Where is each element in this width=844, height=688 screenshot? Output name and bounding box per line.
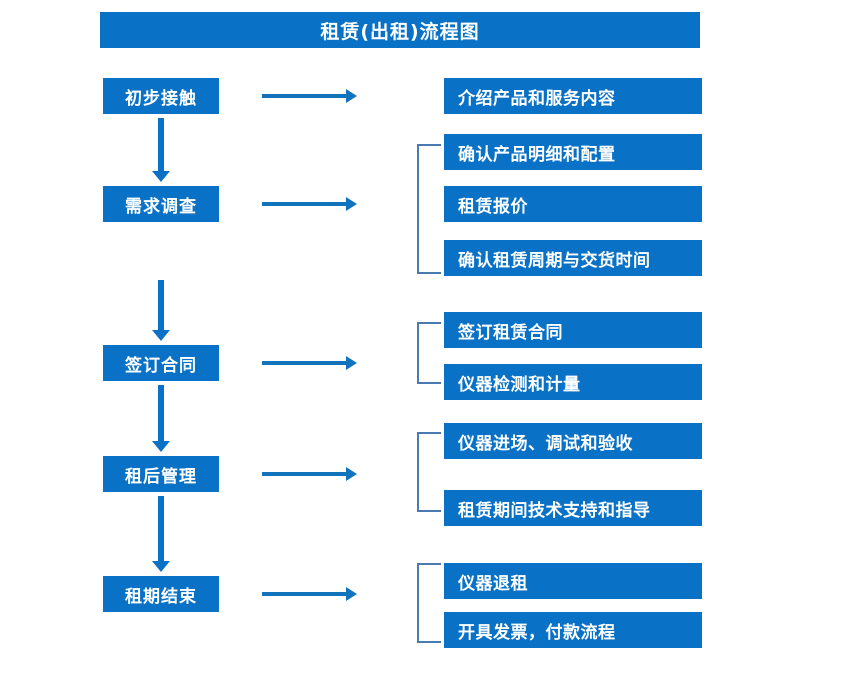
detail-box-sign-contract-0[interactable]: 签订租赁合同: [444, 312, 702, 348]
arrow-head-icon: [152, 171, 170, 182]
arrow-head-icon: [152, 330, 170, 341]
arrow-down-sign-contract-to-post-lease-management: [150, 385, 172, 452]
stage-box-post-lease-management[interactable]: 租后管理: [103, 456, 219, 492]
arrow-stem: [262, 361, 347, 365]
arrow-head-icon: [346, 467, 357, 481]
detail-box-post-lease-management-1[interactable]: 租赁期间技术支持和指导: [444, 490, 702, 526]
arrow-down-requirement-survey-to-sign-contract: [150, 280, 172, 341]
arrow-down-post-lease-management-to-lease-end: [150, 496, 172, 572]
group-bracket-lease-end: [417, 563, 441, 643]
arrow-head-icon: [152, 441, 170, 452]
arrow-right-lease-end: [262, 586, 357, 602]
stage-box-initial-contact[interactable]: 初步接触: [103, 78, 219, 114]
arrow-stem: [262, 472, 347, 476]
arrow-right-post-lease-management: [262, 466, 357, 482]
stage-box-requirement-survey[interactable]: 需求调查: [103, 186, 219, 222]
arrow-head-icon: [346, 197, 357, 211]
detail-box-requirement-survey-1[interactable]: 租赁报价: [444, 186, 702, 222]
arrow-down-initial-contact-to-requirement-survey: [150, 118, 172, 182]
arrow-stem: [158, 280, 164, 330]
arrow-stem: [158, 496, 164, 561]
arrow-right-sign-contract: [262, 355, 357, 371]
arrow-head-icon: [346, 89, 357, 103]
detail-box-post-lease-management-0[interactable]: 仪器进场、调试和验收: [444, 423, 702, 459]
arrow-right-requirement-survey: [262, 196, 357, 212]
detail-box-lease-end-0[interactable]: 仪器退租: [444, 563, 702, 599]
arrow-head-icon: [346, 356, 357, 370]
arrow-head-icon: [152, 561, 170, 572]
arrow-stem: [158, 385, 164, 441]
detail-box-requirement-survey-0[interactable]: 确认产品明细和配置: [444, 134, 702, 170]
stage-box-sign-contract[interactable]: 签订合同: [103, 345, 219, 381]
detail-box-requirement-survey-2[interactable]: 确认租赁周期与交货时间: [444, 240, 702, 276]
page-title: 租赁(出租)流程图: [100, 12, 700, 48]
arrow-stem: [262, 94, 347, 98]
detail-box-lease-end-1[interactable]: 开具发票，付款流程: [444, 612, 702, 648]
arrow-head-icon: [346, 587, 357, 601]
arrow-right-initial-contact: [262, 88, 357, 104]
group-bracket-post-lease-management: [417, 432, 441, 512]
detail-box-initial-contact-0[interactable]: 介绍产品和服务内容: [444, 78, 702, 114]
group-bracket-requirement-survey: [417, 144, 441, 274]
arrow-stem: [262, 202, 347, 206]
stage-box-lease-end[interactable]: 租期结束: [103, 576, 219, 612]
arrow-stem: [262, 592, 347, 596]
arrow-stem: [158, 118, 164, 171]
detail-box-sign-contract-1[interactable]: 仪器检测和计量: [444, 364, 702, 400]
group-bracket-sign-contract: [417, 322, 441, 384]
